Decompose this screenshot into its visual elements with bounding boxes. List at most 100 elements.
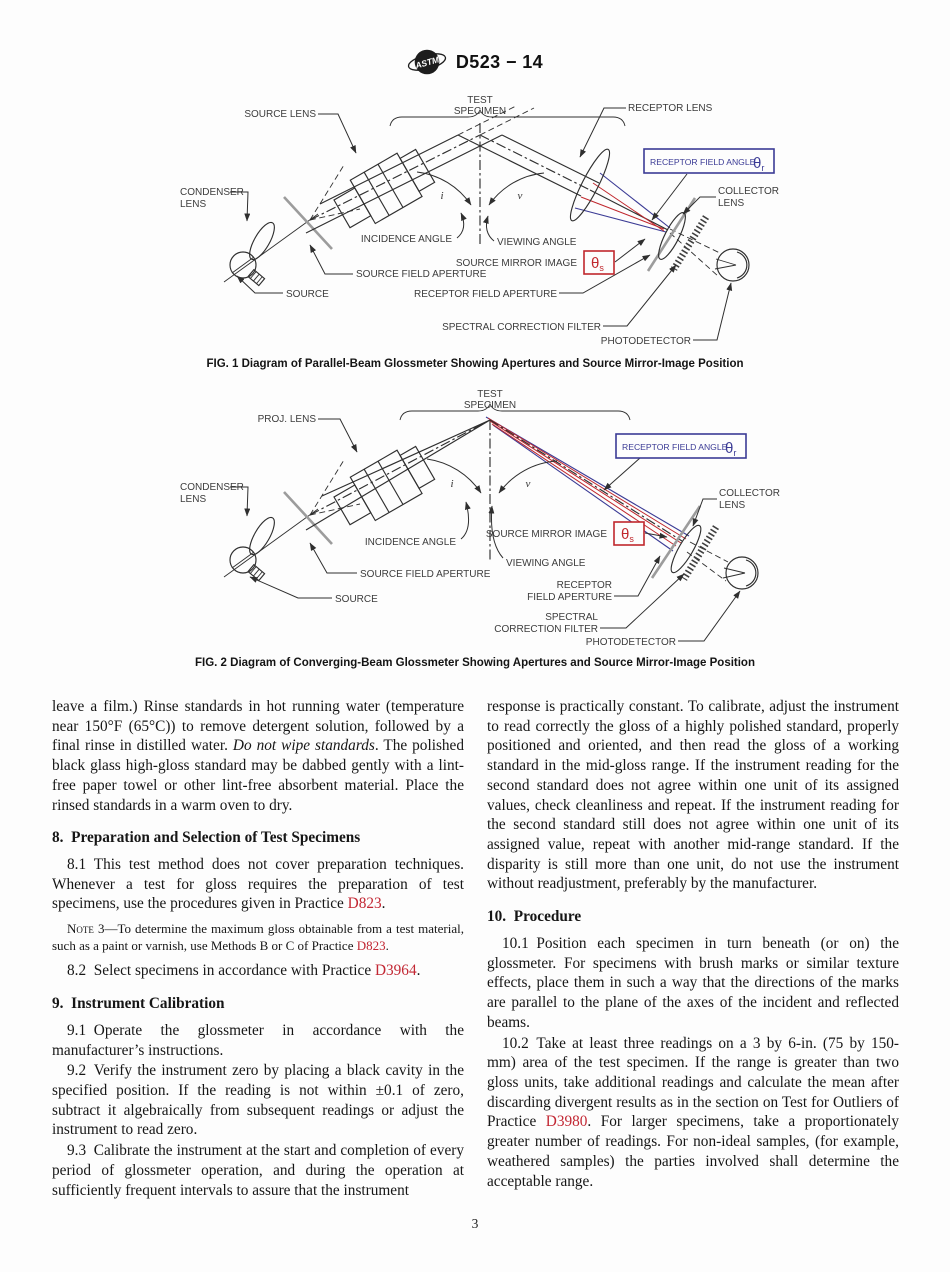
fig1-label-source: SOURCE xyxy=(286,289,329,300)
body-paragraph: 9.3 Calibrate the instrument at the star… xyxy=(52,1141,464,1200)
fig2-leader-lines xyxy=(230,418,741,642)
practice-link[interactable]: D823 xyxy=(356,937,386,953)
fig2-label-source-mirror-image: SOURCE MIRROR IMAGE xyxy=(486,529,607,540)
fig2-source-assembly xyxy=(223,459,361,582)
svg-text:SPECIMEN: SPECIMEN xyxy=(454,106,506,117)
fig1-label-photodetector: PHOTODETECTOR xyxy=(601,336,691,347)
svg-text:RECEPTOR FIELD ANGLE: RECEPTOR FIELD ANGLE xyxy=(650,157,756,167)
doc-number: D523 − 14 xyxy=(455,51,544,72)
fig1-caption: FIG. 1 Diagram of Parallel-Beam Glossmet… xyxy=(206,358,744,370)
fig2-label-source-field-aperture: SOURCE FIELD APERTURE xyxy=(360,569,491,580)
body-paragraph: 9.1 Operate the glossmeter in accordance… xyxy=(52,1021,464,1060)
fig2-label-test-specimen: TEST xyxy=(477,389,503,400)
right-column: response is practically constant. To cal… xyxy=(487,697,899,1192)
fig2-viewing-angle-symbol: v xyxy=(526,478,531,490)
text-run: 8.2 Select specimens in accordance with … xyxy=(67,962,375,980)
svg-text:θs: θs xyxy=(621,526,634,544)
fig2-collector-lens-shape xyxy=(670,524,702,574)
fig1-source-lens-shape xyxy=(333,148,436,229)
text-run: . xyxy=(381,895,386,913)
fig1-source-assembly xyxy=(223,164,361,287)
page-number: 3 xyxy=(471,1216,479,1231)
fig2-label-photodetector: PHOTODETECTOR xyxy=(586,637,676,648)
text-run: 8. Preparation and Selection of Test Spe… xyxy=(52,829,361,847)
fig1-diagram: TEST SPECIMEN xyxy=(180,95,779,347)
fig1-test-specimen-bracket: TEST SPECIMEN xyxy=(389,95,626,127)
astm-logo-icon: ASTM xyxy=(407,49,447,75)
text-run: 8.1 This test method does not cover prep… xyxy=(52,856,464,913)
text-run: 9. Instrument Calibration xyxy=(52,995,225,1013)
fig1-label-condenser-lens: CONDENSER xyxy=(180,187,244,198)
fig1-label-incidence-angle: INCIDENCE ANGLE xyxy=(361,234,452,245)
text-run: leave a film.) Rinse standards in hot ru… xyxy=(52,698,464,755)
fig2-label-spectral-correction-filter: SPECTRAL xyxy=(545,612,598,623)
body-paragraph: response is practically constant. To cal… xyxy=(487,697,899,894)
section-heading: 8. Preparation and Selection of Test Spe… xyxy=(52,828,464,848)
fig1-theta-s-box: θs xyxy=(583,250,615,275)
fig1-label-source-mirror-image: SOURCE MIRROR IMAGE xyxy=(456,258,577,269)
text-run: —To determine the maximum gloss obtainab… xyxy=(52,921,464,953)
svg-text:RECEPTOR FIELD ANGLE: RECEPTOR FIELD ANGLE xyxy=(622,442,728,452)
fig2-photodetector-shape xyxy=(722,556,759,590)
svg-text:θs: θs xyxy=(591,255,604,273)
fig2-label-viewing-angle: VIEWING ANGLE xyxy=(506,558,586,569)
svg-text:FIELD APERTURE: FIELD APERTURE xyxy=(527,592,612,603)
text-run: Do not wipe standards xyxy=(232,737,375,755)
text-run: . The polished black glass high-gloss st… xyxy=(52,737,464,814)
svg-text:θr: θr xyxy=(725,440,736,458)
practice-link[interactable]: D3964 xyxy=(374,962,417,980)
fig2-angle-arcs: i v xyxy=(426,458,558,559)
fig2-receptor-field-angle-box: RECEPTOR FIELD ANGLE θr xyxy=(615,433,747,459)
text-run: . xyxy=(385,937,389,953)
fig2-incidence-angle-symbol: i xyxy=(450,478,453,490)
text-run: 10.2 Take at least three readings on a 3… xyxy=(487,1034,899,1131)
svg-text:CORRECTION FILTER: CORRECTION FILTER xyxy=(494,624,598,635)
text-run: . For larger specimens, take a proportio… xyxy=(487,1113,899,1190)
text-run: 9.2 Verify the instrument zero by placin… xyxy=(52,1062,464,1139)
left-column: leave a film.) Rinse standards in hot ru… xyxy=(52,697,464,1201)
text-run: 9.1 Operate the glossmeter in accordance… xyxy=(52,1021,464,1059)
fig1-label-receptor-field-aperture: RECEPTOR FIELD APERTURE xyxy=(414,289,557,300)
section-heading: 9. Instrument Calibration xyxy=(52,994,464,1014)
fig2-condenser-lens-shape xyxy=(249,516,275,556)
fig1-receptor-lens-shape xyxy=(569,148,611,222)
body-paragraph: 10.2 Take at least three readings on a 3… xyxy=(487,1034,899,1192)
fig1-viewing-angle-symbol: v xyxy=(518,190,523,202)
fig2-label-receptor-field-aperture: RECEPTOR xyxy=(557,580,612,591)
fig1-angle-arcs: i v xyxy=(416,171,545,242)
fig2-proj-lens-shape xyxy=(333,445,436,526)
fig2-label-proj-lens: PROJ. LENS xyxy=(258,414,317,425)
fig2-label-incidence-angle: INCIDENCE ANGLE xyxy=(365,537,456,548)
fig1-label-source-field-aperture: SOURCE FIELD APERTURE xyxy=(356,269,487,280)
fig1-receptor-field-angle-box: RECEPTOR FIELD ANGLE θr xyxy=(643,148,775,174)
text-run: . xyxy=(416,962,421,980)
fig2-rays xyxy=(305,416,729,582)
svg-text:LENS: LENS xyxy=(718,198,744,209)
svg-text:LENS: LENS xyxy=(180,494,206,505)
note-paragraph: Note 3—To determine the maximum gloss ob… xyxy=(52,921,464,954)
body-paragraph: 9.2 Verify the instrument zero by placin… xyxy=(52,1061,464,1140)
fig1-source-aperture-plate xyxy=(283,196,333,250)
fig1-label-source-lens: SOURCE LENS xyxy=(244,109,316,120)
fig1-label-collector-lens: COLLECTOR xyxy=(718,186,779,197)
svg-text:LENS: LENS xyxy=(180,199,206,210)
fig1-incidence-angle-symbol: i xyxy=(440,190,443,202)
page-header: ASTM D523 − 14 xyxy=(0,46,950,78)
fig2-test-specimen-bracket: TEST SPECIMEN xyxy=(399,389,631,421)
fig1-photodetector-shape xyxy=(714,248,750,282)
fig1-leader-lines xyxy=(230,107,733,341)
practice-link[interactable]: D823 xyxy=(347,895,382,913)
fig1-label-viewing-angle: VIEWING ANGLE xyxy=(497,237,577,248)
fig1-condenser-lens-shape xyxy=(249,221,275,261)
fig1-label-test-specimen: TEST xyxy=(467,95,493,106)
fig2-label-collector-lens: COLLECTOR xyxy=(719,488,780,499)
body-paragraph: leave a film.) Rinse standards in hot ru… xyxy=(52,697,464,815)
fig2-caption: FIG. 2 Diagram of Converging-Beam Glossm… xyxy=(195,657,755,669)
fig1-label-spectral-correction-filter: SPECTRAL CORRECTION FILTER xyxy=(442,322,601,333)
practice-link[interactable]: D3980 xyxy=(545,1113,588,1131)
section-heading: 10. Procedure xyxy=(487,907,899,927)
svg-text:LENS: LENS xyxy=(719,500,745,511)
body-paragraph: 8.2 Select specimens in accordance with … xyxy=(52,961,464,981)
svg-text:SPECIMEN: SPECIMEN xyxy=(464,400,516,411)
fig2-receptor-aperture-plate xyxy=(650,505,702,579)
